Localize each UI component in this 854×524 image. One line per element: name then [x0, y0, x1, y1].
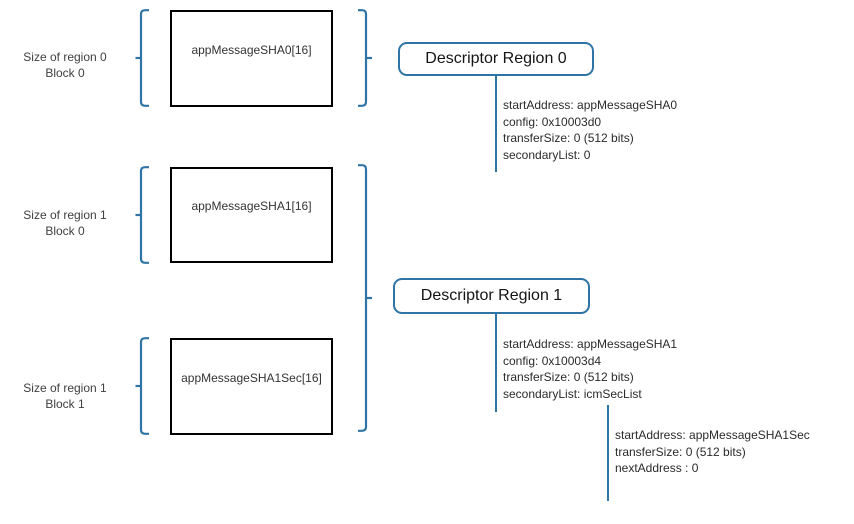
size-label-region0-block0: Size of region 0 Block 0 [0, 49, 130, 81]
descriptor0-fields: startAddress: appMessageSHA0 config: 0x1… [503, 97, 677, 163]
right-brace-region1 [358, 164, 372, 432]
connector-secondary-list [607, 405, 609, 501]
right-brace-region0 [358, 9, 372, 107]
memory-box-appMessageSHA1Sec: appMessageSHA1Sec[16] [170, 338, 333, 435]
buffer-label: appMessageSHA0[16] [191, 42, 312, 57]
memory-box-appMessageSHA1: appMessageSHA1[16] [170, 167, 333, 263]
size-label-line2: Block 1 [45, 397, 85, 411]
secondary-list-fields: startAddress: appMessageSHA1Sec transfer… [615, 427, 810, 477]
connector-descriptor0 [495, 75, 497, 172]
size-label-region1-block1: Size of region 1 Block 1 [0, 380, 130, 412]
descriptor-region0-box: Descriptor Region 0 [398, 42, 594, 76]
descriptor1-fields: startAddress: appMessageSHA1 config: 0x1… [503, 336, 677, 402]
size-label-region1-block0: Size of region 1 Block 0 [0, 207, 130, 239]
field-startAddress: startAddress: appMessageSHA0 [503, 98, 678, 112]
field-transferSize: transferSize: 0 (512 bits) [615, 444, 746, 459]
field-nextAddress: nextAddress : 0 [615, 461, 699, 475]
size-label-line1: Size of region 0 [23, 50, 107, 64]
size-label-line1: Size of region 1 [23, 208, 107, 222]
connector-descriptor1 [495, 313, 497, 412]
field-transferSize: transferSize: 0 (512 bits) [503, 370, 634, 384]
descriptor-region1-box: Descriptor Region 1 [393, 278, 590, 314]
size-label-line1: Size of region 1 [23, 381, 107, 395]
field-secondaryList: secondaryList: icmSecList [503, 386, 642, 401]
field-transferSize: transferSize: 0 (512 bits) [503, 131, 634, 145]
field-startAddress: startAddress: appMessageSHA1Sec [615, 428, 810, 442]
buffer-label: appMessageSHA1Sec[16] [181, 370, 322, 385]
descriptor-region0-title: Descriptor Region 0 [425, 50, 567, 67]
descriptor-region1-title: Descriptor Region 1 [420, 287, 563, 304]
size-label-line2: Block 0 [45, 66, 85, 80]
left-brace-region1-block0 [135, 166, 149, 264]
field-config: config: 0x10003d4 [503, 353, 602, 368]
left-brace-region0 [135, 9, 149, 107]
left-brace-region1-block1 [135, 337, 149, 435]
field-secondaryList: secondaryList: 0 [503, 147, 591, 162]
memory-box-appMessageSHA0: appMessageSHA0[16] [170, 10, 333, 107]
field-startAddress: startAddress: appMessageSHA1 [503, 337, 678, 351]
size-label-line2: Block 0 [45, 224, 85, 238]
field-config: config: 0x10003d0 [503, 114, 602, 129]
buffer-label: appMessageSHA1[16] [191, 199, 312, 213]
